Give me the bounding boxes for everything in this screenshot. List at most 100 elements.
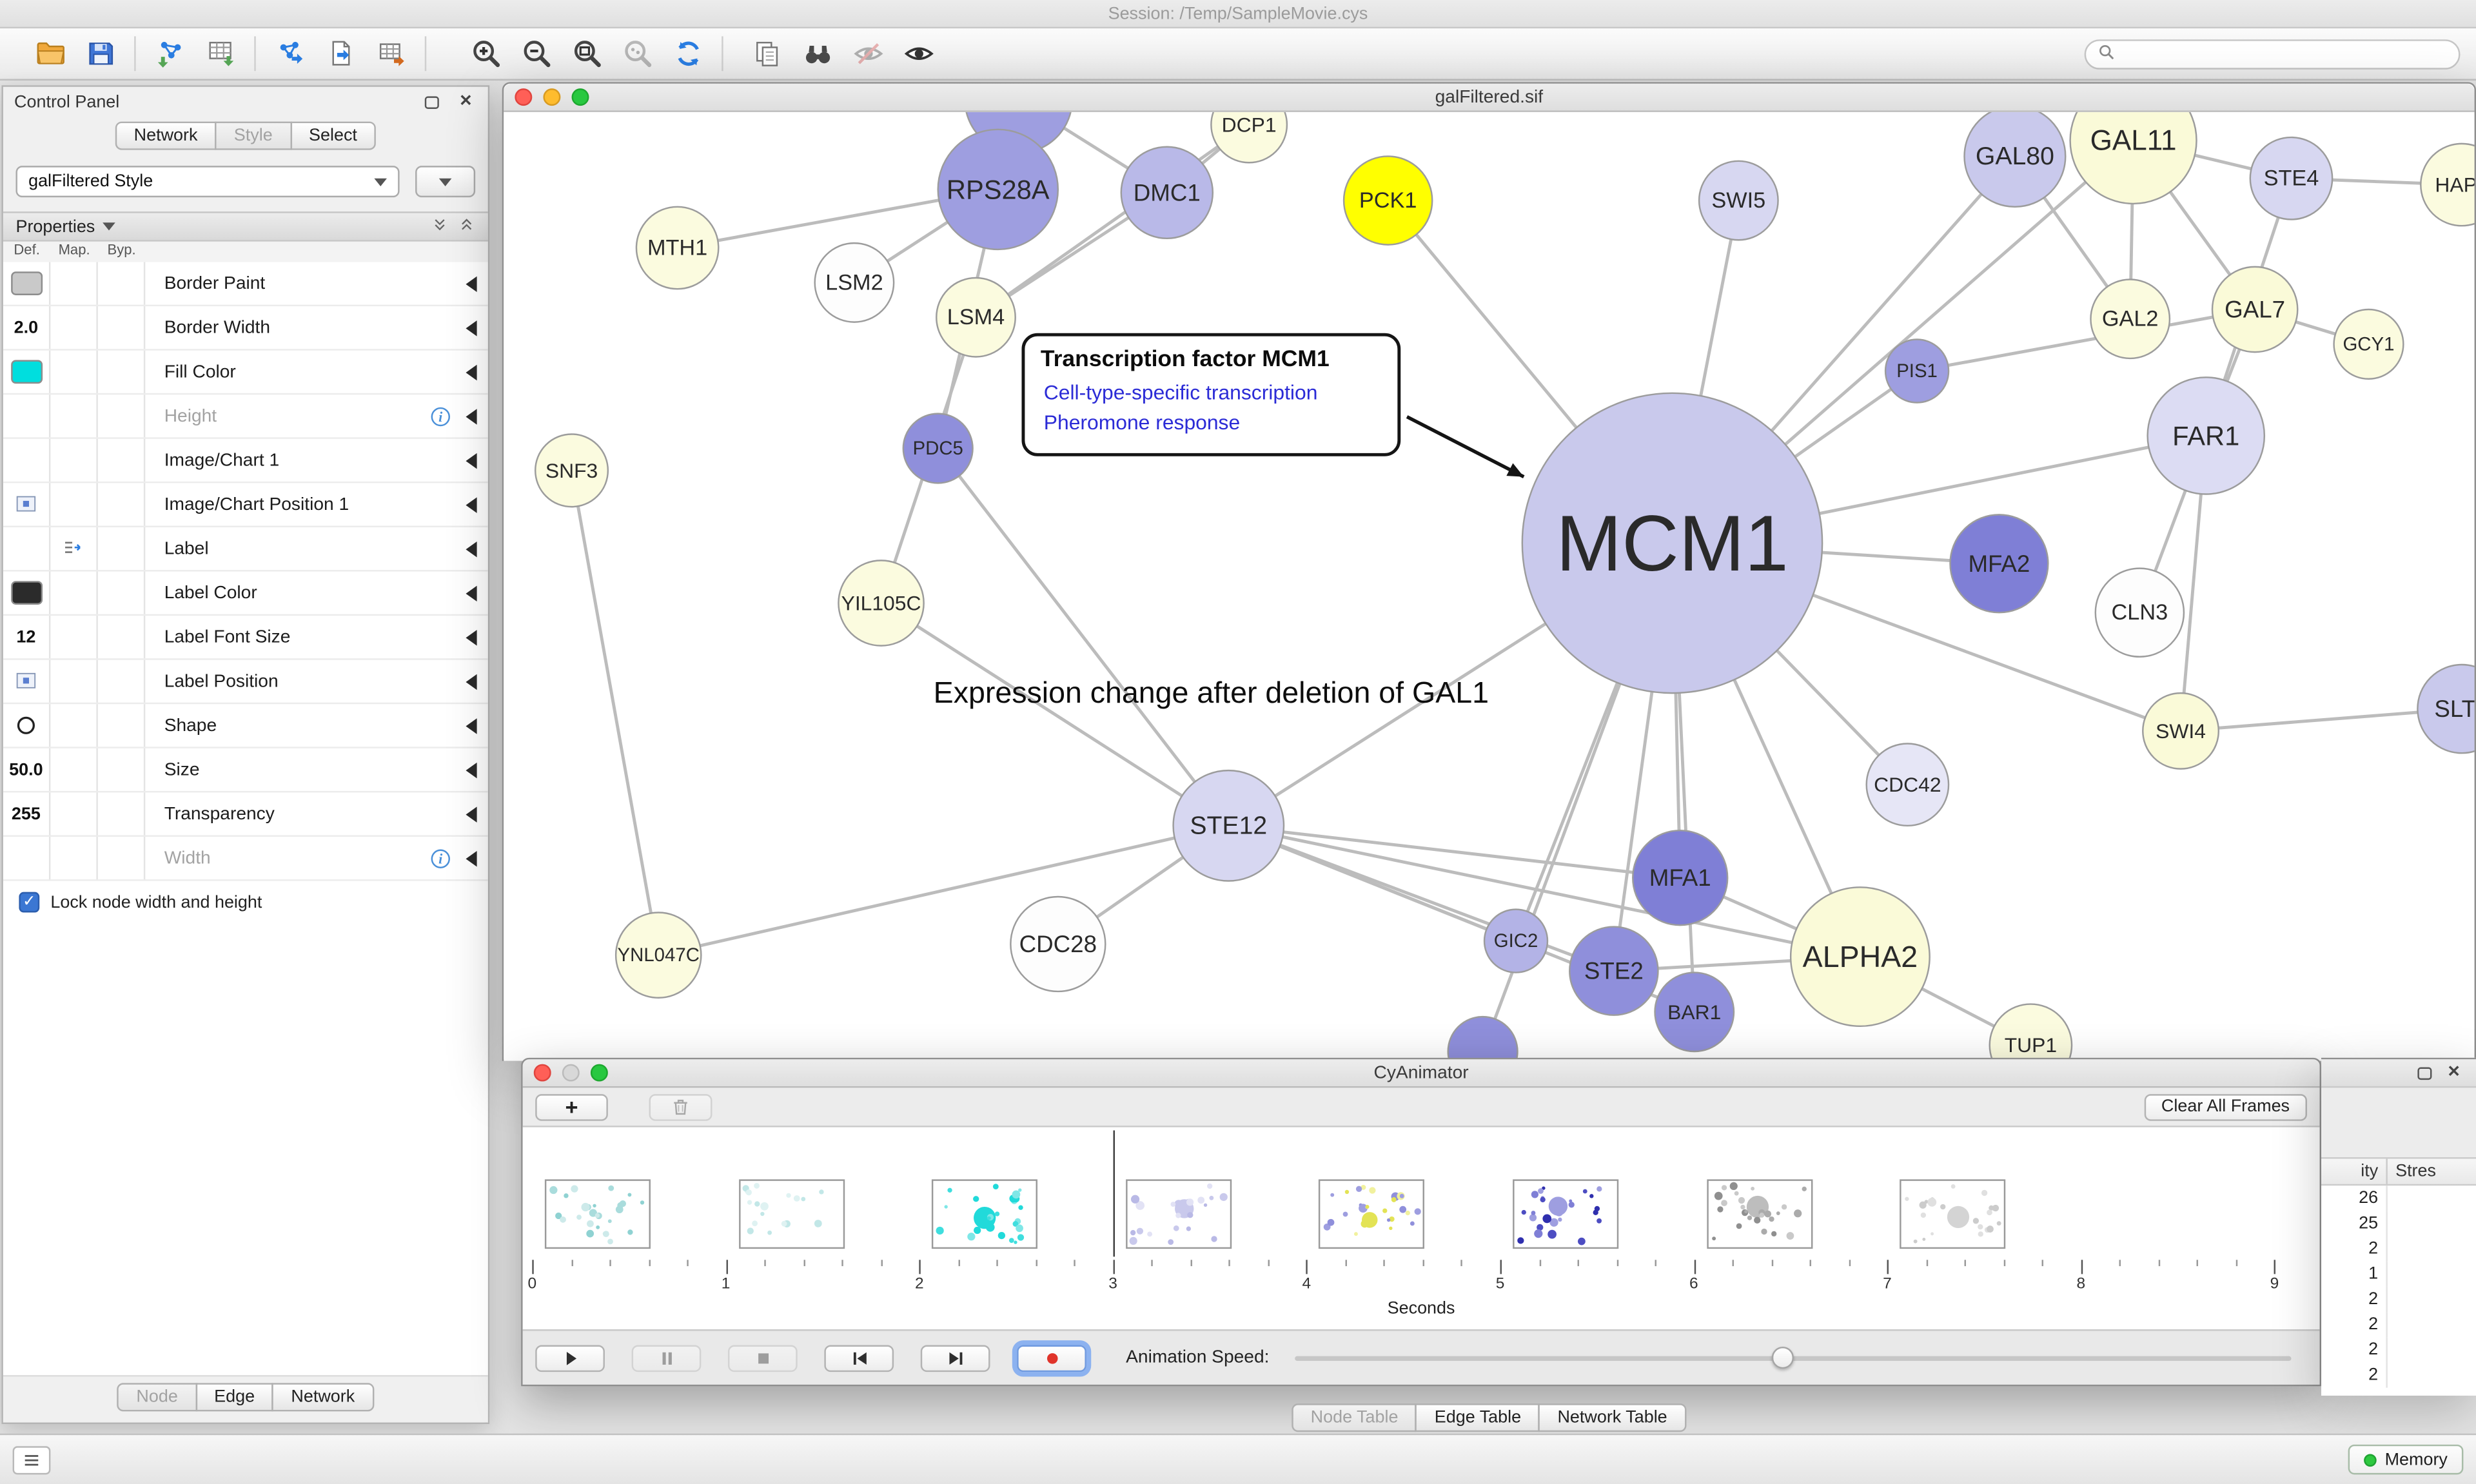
- frame-thumbnail[interactable]: [1125, 1179, 1232, 1249]
- table-row[interactable]: 2: [2321, 1362, 2476, 1388]
- tab-edge-table[interactable]: Edge Table: [1415, 1403, 1540, 1432]
- speed-slider-knob[interactable]: [1771, 1346, 1794, 1369]
- clear-all-frames-button[interactable]: Clear All Frames: [2143, 1093, 2307, 1120]
- minimize-window-button[interactable]: [562, 1064, 580, 1082]
- show-details-button[interactable]: [897, 33, 939, 74]
- memory-button[interactable]: Memory: [2348, 1444, 2464, 1475]
- tab-select[interactable]: Select: [290, 121, 377, 150]
- column-header[interactable]: ity: [2321, 1158, 2388, 1184]
- node-HAP4[interactable]: HAP4: [2420, 142, 2475, 227]
- property-row[interactable]: Label Color: [3, 571, 488, 616]
- tab-style[interactable]: Style: [215, 121, 292, 150]
- zoom-window-button[interactable]: [590, 1064, 608, 1082]
- network-edge[interactable]: [936, 447, 1230, 827]
- expand-row-icon[interactable]: [466, 629, 477, 645]
- node-SWI4[interactable]: SWI4: [2142, 692, 2220, 770]
- node-SWI5[interactable]: SWI5: [1698, 160, 1779, 241]
- animation-speed-slider[interactable]: [1294, 1346, 2292, 1369]
- expand-all-icon[interactable]: [458, 215, 475, 237]
- import-network-button[interactable]: [148, 33, 191, 74]
- network-edge[interactable]: [975, 123, 1250, 319]
- expand-row-icon[interactable]: [466, 806, 477, 822]
- lock-size-checkbox[interactable]: ✓: [19, 892, 40, 913]
- zoom-out-button[interactable]: [515, 33, 557, 74]
- table-row[interactable]: 2: [2321, 1286, 2476, 1313]
- tab-network-table[interactable]: Network Table: [1538, 1403, 1687, 1432]
- close-table-panel-button[interactable]: ✕: [2447, 1064, 2461, 1082]
- float-panel-button[interactable]: [420, 92, 442, 112]
- expand-row-icon[interactable]: [466, 761, 477, 778]
- search-input[interactable]: [2122, 44, 2448, 63]
- lock-size-row[interactable]: ✓ Lock node width and height: [3, 881, 488, 924]
- node-ALPHA2[interactable]: ALPHA2: [1789, 886, 1931, 1028]
- export-image-button[interactable]: [319, 33, 362, 74]
- close-window-button[interactable]: [533, 1064, 551, 1082]
- first-neighbors-button[interactable]: [796, 33, 838, 74]
- style-options-button[interactable]: [415, 166, 476, 198]
- column-header[interactable]: Stres: [2395, 1162, 2437, 1181]
- node-MCM1[interactable]: MCM1: [1521, 392, 1823, 694]
- expand-row-icon[interactable]: [466, 275, 477, 291]
- color-swatch[interactable]: [10, 581, 42, 605]
- expand-row-icon[interactable]: [466, 408, 477, 424]
- node-STE2[interactable]: STE2: [1569, 926, 1659, 1016]
- zoom-in-button[interactable]: [464, 33, 507, 74]
- node-DCP1[interactable]: DCP1: [1210, 112, 1288, 164]
- sheet-tab-node[interactable]: Node: [117, 1383, 197, 1412]
- import-table-button[interactable]: [199, 33, 242, 74]
- node-RPS28A[interactable]: RPS28A: [937, 128, 1059, 251]
- network-edge[interactable]: [570, 470, 660, 956]
- frame-thumbnail[interactable]: [1706, 1179, 1813, 1249]
- node-SLT2[interactable]: SLT2: [2417, 663, 2475, 754]
- tab-network[interactable]: Network: [115, 121, 217, 150]
- node-GIC2[interactable]: GIC2: [1483, 908, 1549, 973]
- float-window-icon[interactable]: [2417, 1066, 2432, 1079]
- frame-thumbnail[interactable]: [544, 1179, 651, 1249]
- open-session-button[interactable]: [28, 33, 71, 74]
- sheet-tab-network[interactable]: Network: [272, 1383, 374, 1412]
- expand-row-icon[interactable]: [466, 319, 477, 336]
- network-edge[interactable]: [1228, 824, 1680, 880]
- frame-thumbnail[interactable]: [1900, 1179, 2006, 1249]
- property-row[interactable]: Label: [3, 527, 488, 572]
- property-row[interactable]: Fill Color: [3, 350, 488, 395]
- node-CLN3[interactable]: CLN3: [2094, 567, 2185, 658]
- minimize-window-button[interactable]: [543, 88, 561, 106]
- network-edge[interactable]: [1916, 308, 2255, 373]
- node-GAL11[interactable]: GAL11: [2069, 112, 2197, 205]
- node-FAR1[interactable]: FAR1: [2147, 376, 2266, 495]
- collapse-all-icon[interactable]: [431, 215, 449, 237]
- play-button[interactable]: [535, 1344, 605, 1371]
- network-edge[interactable]: [2180, 707, 2462, 733]
- node-PDC5[interactable]: PDC5: [902, 413, 974, 484]
- node-MTH1[interactable]: MTH1: [635, 206, 720, 290]
- network-window-titlebar[interactable]: galFiltered.sif: [504, 83, 2475, 112]
- task-history-button[interactable]: [12, 1445, 51, 1474]
- node-PCK1[interactable]: PCK1: [1342, 155, 1433, 246]
- table-row[interactable]: 2: [2321, 1312, 2476, 1338]
- network-edge[interactable]: [658, 824, 1229, 957]
- node-CDC28[interactable]: CDC28: [1010, 895, 1106, 993]
- node-MFA2[interactable]: MFA2: [1949, 514, 2049, 614]
- expand-row-icon[interactable]: [466, 496, 477, 513]
- node-SNF3[interactable]: SNF3: [534, 433, 609, 508]
- color-swatch[interactable]: [10, 271, 42, 295]
- expand-row-icon[interactable]: [466, 452, 477, 469]
- node-GCY1[interactable]: GCY1: [2333, 308, 2404, 380]
- zoom-window-button[interactable]: [571, 88, 589, 106]
- property-row[interactable]: Border Paint: [3, 262, 488, 307]
- record-button[interactable]: [1017, 1344, 1086, 1371]
- node-YIL105C[interactable]: YIL105C: [838, 560, 925, 647]
- node-GAL7[interactable]: GAL7: [2211, 266, 2299, 353]
- node-GAL2[interactable]: GAL2: [2090, 278, 2171, 360]
- frame-thumbnail[interactable]: [932, 1179, 1038, 1249]
- node-CDC42[interactable]: CDC42: [1865, 743, 1950, 827]
- node-NODE38[interactable]: [1447, 1015, 1518, 1061]
- network-edge[interactable]: [1228, 824, 1861, 959]
- expand-row-icon[interactable]: [466, 364, 477, 380]
